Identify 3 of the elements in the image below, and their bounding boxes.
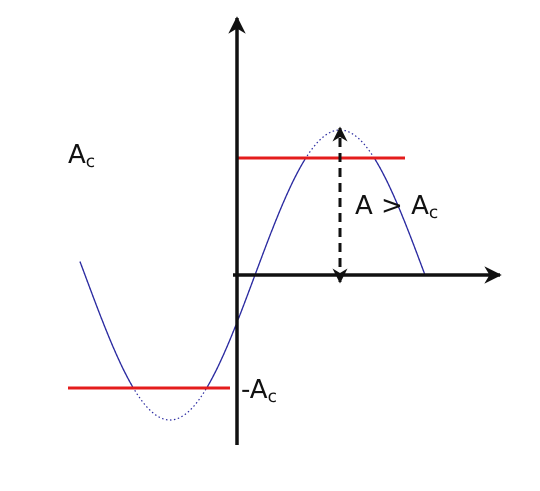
axis-label: -A$_{c}$ xyxy=(241,377,277,406)
axis-label: A$_{c}$ xyxy=(68,142,96,171)
axis-label: A > A$_{c}$ xyxy=(355,193,438,222)
